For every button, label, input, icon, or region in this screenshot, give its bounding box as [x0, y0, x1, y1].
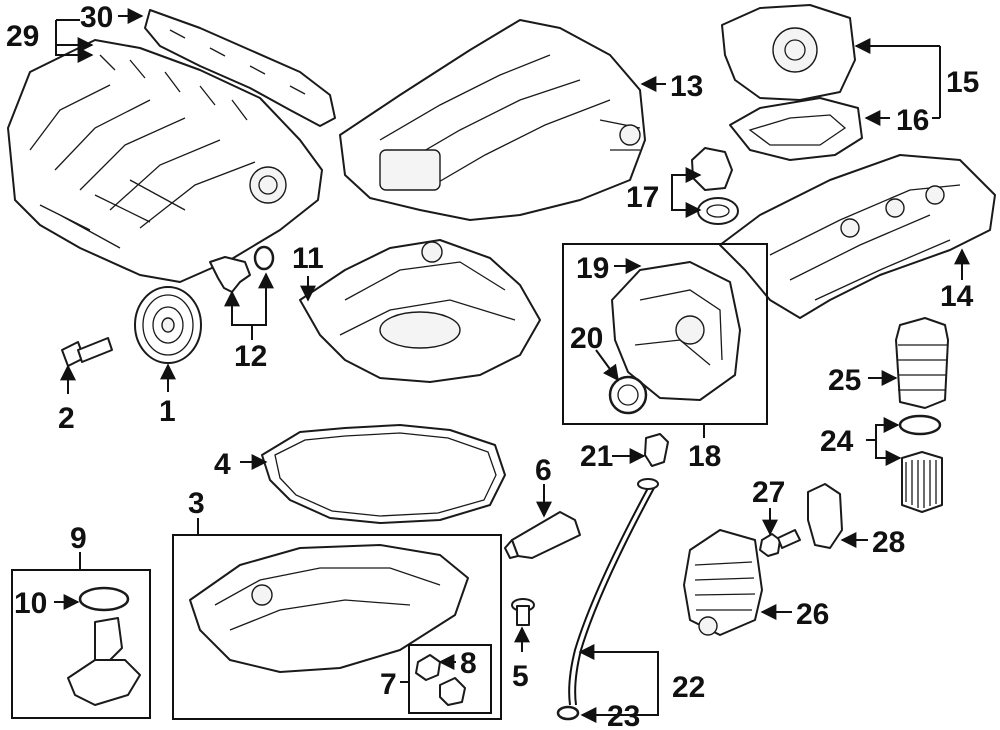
label-24: 24 [820, 425, 854, 458]
oil-pan-gasket-drawing [261, 424, 506, 524]
label-15: 15 [946, 66, 979, 99]
box-drain-plug [408, 644, 492, 714]
drain-plug-drawing [415, 654, 466, 706]
label-13: 13 [670, 70, 703, 103]
timing-housing-drawing [721, 4, 856, 101]
dipstick-tube-drawing [556, 437, 664, 721]
label-7: 7 [380, 668, 397, 701]
cylinder-head-drawing [339, 19, 646, 221]
label-26: 26 [796, 598, 829, 631]
label-1: 1 [159, 395, 176, 428]
label-12: 12 [234, 340, 267, 373]
cover-gasket-drawing [729, 97, 863, 161]
label-27: 27 [752, 476, 785, 509]
label-18: 18 [688, 440, 721, 473]
sensor-drawing [209, 245, 275, 293]
valve-cover-drawing [719, 154, 996, 319]
box-lower-oil-pan [172, 534, 502, 720]
cooler-bolt-drawing [759, 529, 801, 557]
upper-oil-pan-drawing [299, 239, 541, 383]
label-16: 16 [896, 104, 929, 137]
manifold-gasket-drawing [144, 9, 336, 127]
label-5: 5 [512, 660, 529, 693]
breather-drawing [644, 433, 669, 467]
label-10: 10 [14, 587, 47, 620]
callout-labels: 29 30 13 15 16 17 14 11 12 2 1 4 3 9 10 … [6, 1, 979, 730]
label-8: 8 [460, 647, 477, 680]
oil-filter-drawing [898, 414, 943, 513]
label-21: 21 [580, 440, 613, 473]
label-29: 29 [6, 20, 39, 53]
pulley-bolt-drawing [61, 337, 113, 367]
label-4: 4 [214, 448, 231, 481]
box-timing-cover [562, 243, 768, 425]
label-3: 3 [188, 487, 205, 520]
timing-cover-drawing [608, 261, 741, 415]
label-30: 30 [80, 1, 113, 34]
label-22: 22 [672, 671, 705, 704]
label-6: 6 [535, 454, 552, 487]
lower-oil-pan-drawing [189, 544, 469, 673]
oil-cap-drawing [691, 147, 739, 225]
intake-manifold-drawing [7, 39, 323, 283]
bolt-drawing [511, 598, 535, 626]
filter-housing-drawing [895, 317, 949, 409]
label-2: 2 [58, 402, 75, 435]
label-14: 14 [940, 280, 974, 313]
oil-level-sensor-drawing [67, 586, 141, 706]
oil-cooler-drawing [683, 529, 763, 636]
label-25: 25 [828, 364, 861, 397]
label-23: 23 [607, 700, 640, 730]
label-19: 19 [576, 252, 609, 285]
label-9: 9 [70, 522, 87, 555]
leader-lines [54, 8, 970, 723]
crank-pulley-drawing [134, 286, 202, 364]
label-17: 17 [626, 181, 659, 214]
sealant-tube-drawing [504, 511, 581, 559]
label-20: 20 [570, 322, 603, 355]
label-11: 11 [292, 242, 324, 275]
label-28: 28 [872, 526, 905, 559]
cooler-gasket-drawing [807, 483, 843, 549]
